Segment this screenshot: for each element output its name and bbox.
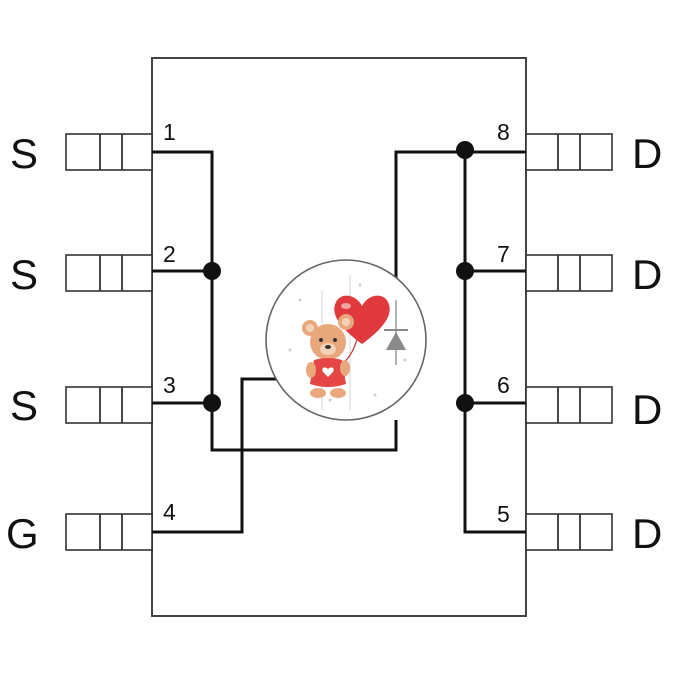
pin-5-label: D [632, 510, 662, 557]
pin-2-lead [65, 254, 153, 292]
pin-6-number: 6 [497, 372, 510, 398]
pin-7-number: 7 [497, 241, 510, 267]
pin-1-number: 1 [163, 119, 176, 145]
drain-top-wire [394, 150, 526, 280]
pin-5-number: 5 [497, 501, 510, 527]
pin-4-lead [65, 513, 153, 551]
pin-8-number: 8 [497, 119, 510, 145]
pin-8-lead [525, 133, 613, 171]
gate-net-wire [152, 377, 280, 534]
junction-dot [203, 262, 221, 280]
junction-dot [456, 262, 474, 280]
pin-1-label: S [10, 130, 38, 177]
pin-1-lead [65, 133, 153, 171]
pin-7-label: D [632, 251, 662, 298]
pin-3-lead [65, 386, 153, 424]
pin-6-lead [525, 386, 613, 424]
junction-dot [456, 141, 474, 159]
source-net-wire [152, 150, 398, 452]
teddy-bear-heart-balloon-icon [265, 259, 427, 421]
pin-6-label: D [632, 386, 662, 433]
diode-icon [384, 300, 408, 365]
pin-8-label: D [632, 130, 662, 177]
pin-2-number: 2 [163, 241, 176, 267]
pin-3-number: 3 [163, 372, 176, 398]
pin-7-lead [525, 254, 613, 292]
junction-dot [203, 394, 221, 412]
pin-5-lead [525, 513, 613, 551]
pin-3-label: S [10, 382, 38, 429]
pin-2-label: S [10, 251, 38, 298]
pin-4-label: G [6, 510, 39, 557]
pin-4-number: 4 [163, 499, 176, 525]
junction-dot [456, 394, 474, 412]
